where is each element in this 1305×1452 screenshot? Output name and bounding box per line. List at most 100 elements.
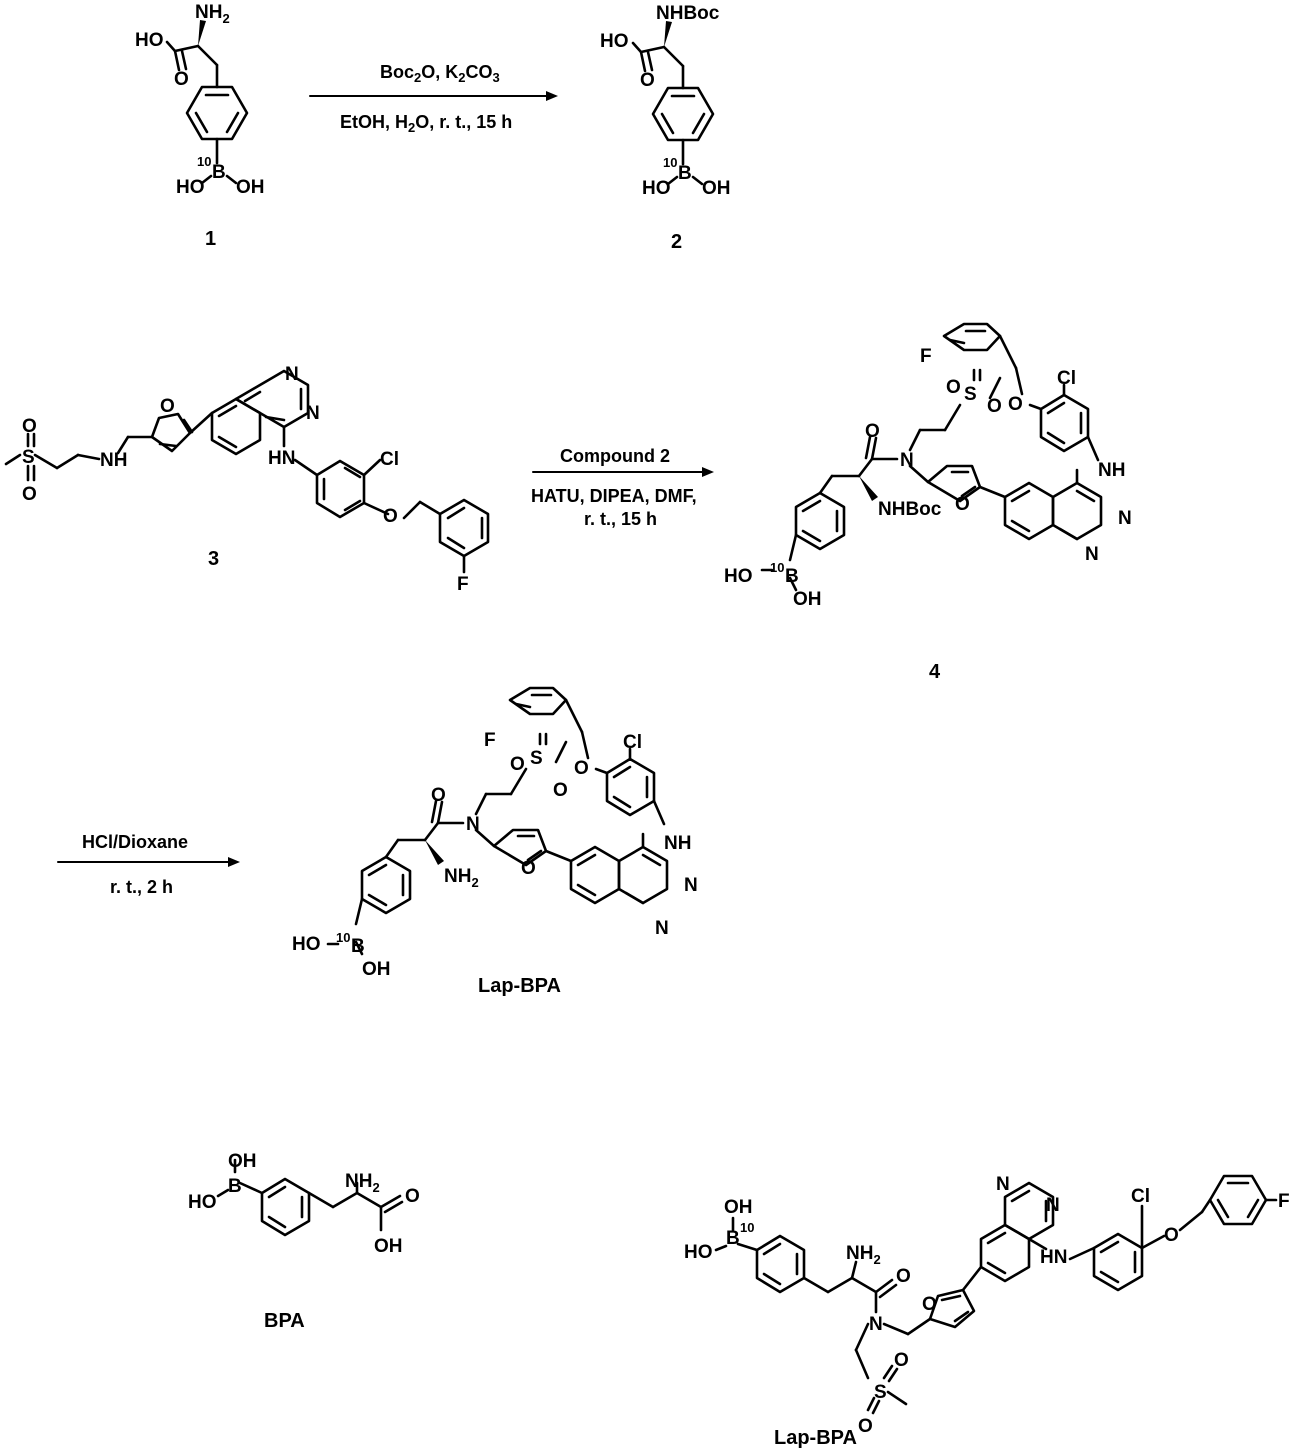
lapf-cl: Cl (1131, 1186, 1150, 1207)
lap-bpa-label: Lap-BPA (478, 975, 561, 997)
compound-3-label: 3 (208, 548, 219, 570)
c2-oh: OH (702, 178, 731, 199)
c3-nh: NH (100, 450, 127, 471)
c4-cl: Cl (1057, 368, 1076, 389)
c4-nhboc: NHBoc (878, 499, 942, 520)
lap-bpa-structure (326, 686, 669, 956)
c4-o-s2: O (987, 396, 1002, 417)
lapf-b: B (726, 1228, 740, 1249)
c3-hn: HN (268, 448, 295, 469)
c2-o: O (640, 70, 655, 91)
lap-o-furan: O (521, 858, 536, 879)
compound-2-structure (631, 21, 715, 186)
c4-n: N (900, 450, 914, 471)
c4-s: S (964, 384, 977, 405)
c1-ho: HO (135, 30, 164, 51)
arrow-step-3 (57, 857, 240, 867)
lapf-s: S (874, 1382, 887, 1403)
lapf-o-s2: O (858, 1416, 873, 1437)
lap-bpa-flat-structure (714, 1174, 1278, 1415)
bpa-b: B (228, 1176, 242, 1197)
c4-b: B (785, 566, 799, 587)
lapf-hn: HN (1040, 1247, 1067, 1268)
compound-1-label: 1 (205, 228, 216, 250)
c3-o-furan: O (160, 396, 175, 417)
c3-s: S (22, 447, 35, 468)
lapf-o-ether: O (1164, 1225, 1179, 1246)
lap-nh: NH (664, 833, 691, 854)
step2-conditions-line1: HATU, DIPEA, DMF, (531, 486, 697, 506)
c2-iso10: 10 (663, 155, 677, 170)
c3-cl: Cl (380, 449, 399, 470)
c1-o: O (174, 69, 189, 90)
step2-conditions-line2: r. t., 15 h (584, 509, 657, 529)
lap-n2: N (655, 918, 669, 939)
bpa-o: O (405, 1186, 420, 1207)
lap-oh: OH (362, 959, 391, 980)
c2-nhboc: NHBoc (656, 3, 720, 24)
compound-4-label: 4 (929, 661, 941, 683)
compound-4-structure (760, 322, 1103, 592)
lapf-n2: N (1046, 1195, 1060, 1216)
lap-f: F (484, 730, 496, 751)
bpa-structure (216, 1158, 404, 1237)
lap-n1: N (684, 875, 698, 896)
lap-cl: Cl (623, 732, 642, 753)
c1-iso10: 10 (197, 154, 211, 169)
c4-o-furan: O (955, 494, 970, 515)
c1-oh: OH (236, 177, 265, 198)
lapf-o-s1: O (894, 1350, 909, 1371)
lap-o-s2: O (553, 780, 568, 801)
step1-reagents: Boc2O, K2CO3 (380, 62, 500, 85)
lap-ho: HO (292, 934, 321, 955)
c4-iso10: 10 (770, 560, 784, 575)
c3-f: F (457, 574, 469, 595)
lap-nh2: NH2 (444, 866, 479, 890)
c4-o-amide: O (865, 421, 880, 442)
lap-iso10: 10 (336, 930, 350, 945)
c2-ho: HO (600, 31, 629, 52)
c2-ho2: HO (642, 178, 671, 199)
lap-s: S (530, 748, 543, 769)
lap-o-ether: O (574, 758, 589, 779)
lapf-nh2: NH2 (846, 1243, 881, 1267)
bpa-oh-top: OH (228, 1151, 257, 1172)
step2-reagents: Compound 2 (560, 446, 670, 466)
c4-f: F (920, 346, 932, 367)
c1-nh2: NH2 (195, 2, 230, 26)
lap-bpa-flat-label: Lap-BPA (774, 1427, 857, 1449)
compound-3-structure (4, 369, 490, 574)
compound-2-label: 2 (671, 231, 682, 253)
arrow-step-2 (532, 467, 714, 477)
lapf-oh-top: OH (724, 1197, 753, 1218)
c4-ho: HO (724, 566, 753, 587)
bpa-label: BPA (264, 1310, 305, 1332)
step3-conditions: r. t., 2 h (110, 877, 173, 897)
lap-b: B (351, 936, 365, 957)
bpa-oh: OH (374, 1236, 403, 1257)
step3-reagents: HCl/Dioxane (82, 832, 188, 852)
c3-o2: O (22, 484, 37, 505)
lapf-n1: N (996, 1174, 1010, 1195)
lap-o-amide: O (431, 785, 446, 806)
c3-o-ether: O (383, 506, 398, 527)
lapf-o-furan: O (922, 1294, 937, 1315)
lap-n: N (466, 814, 480, 835)
c4-oh: OH (793, 589, 822, 610)
c1-b: B (212, 162, 226, 183)
c3-n1: N (285, 364, 299, 385)
lapf-o-amide: O (896, 1266, 911, 1287)
bpa-ho: HO (188, 1192, 217, 1213)
c3-o1: O (22, 416, 37, 437)
arrow-step-1 (309, 91, 558, 101)
bpa-nh2: NH2 (345, 1171, 380, 1195)
c4-n2: N (1085, 544, 1099, 565)
c4-nh: NH (1098, 460, 1125, 481)
c1-ho2: HO (176, 177, 205, 198)
lap-o-s1: O (510, 754, 525, 775)
c4-n1: N (1118, 508, 1132, 529)
c3-n2: N (306, 403, 320, 424)
compound-1-structure (165, 20, 249, 185)
lapf-ho: HO (684, 1242, 713, 1263)
